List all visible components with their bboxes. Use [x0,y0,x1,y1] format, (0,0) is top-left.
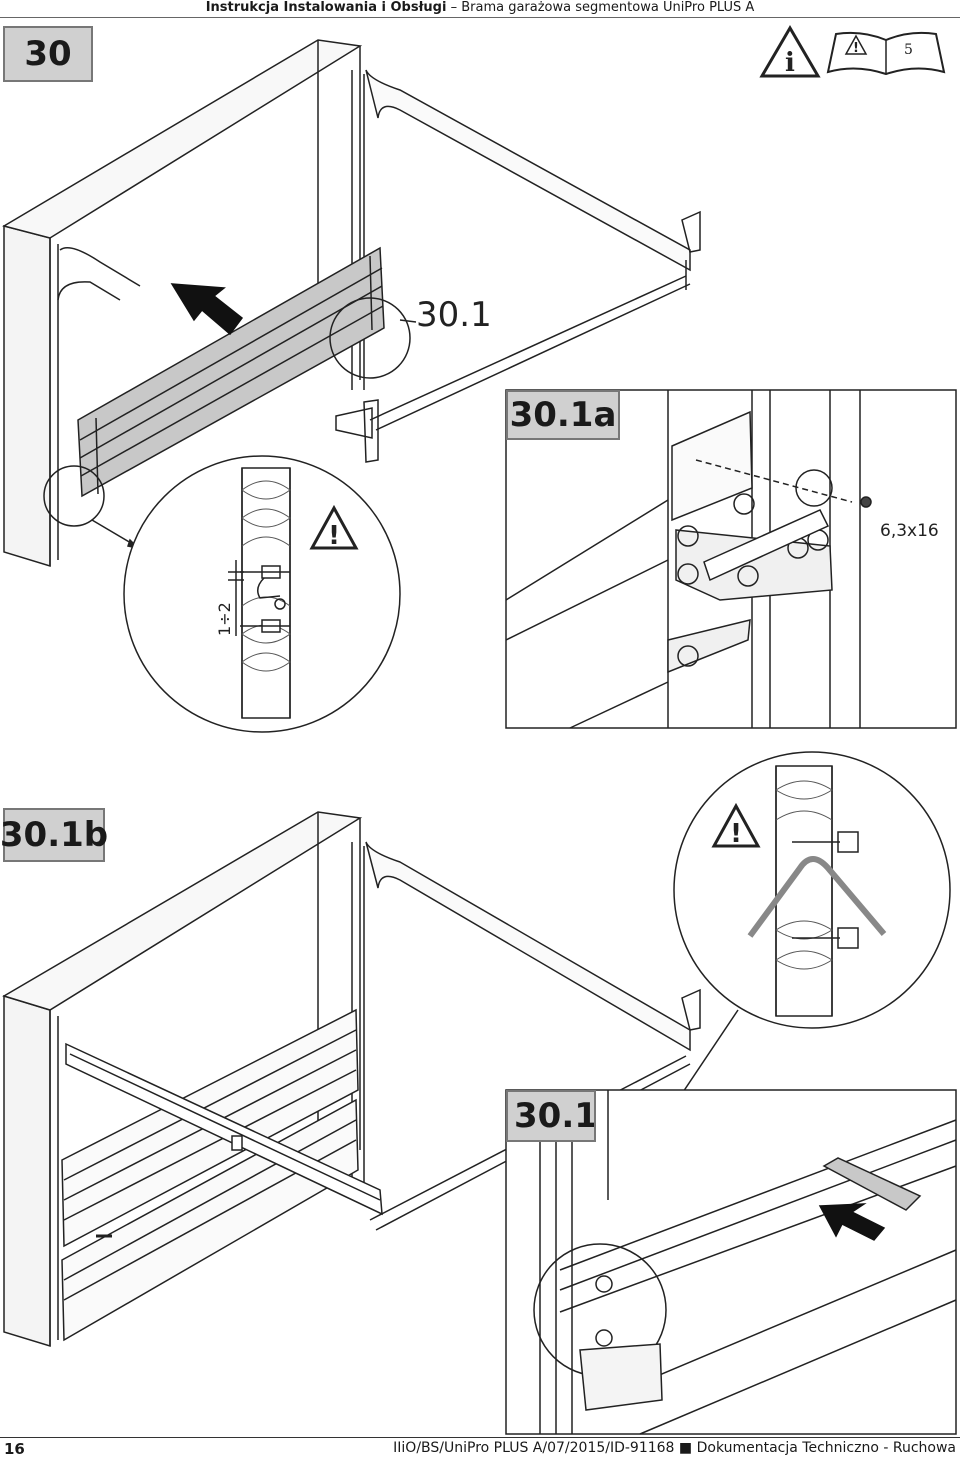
header-subtitle: – Brama garażowa segmentowa UniPro PLUS … [450,0,755,15]
garage-frame-bottom [2,811,701,1348]
gap-dimension-label: 1÷2 [215,602,234,636]
svg-text:!: ! [853,41,859,56]
step-number: 30 [3,26,93,82]
page-header: Instrukcja Instalowania i Obsługi – Bram… [0,0,960,18]
detail-circle-gap [123,455,401,733]
header-divider [0,17,960,18]
warning-triangle-icon: ! [711,802,761,849]
label-30-1c: 30.1c [506,1090,596,1142]
warning-triangle-icon: ! [309,504,359,551]
label-30-1b: 30.1b [0,808,108,862]
svg-text:!: ! [328,521,340,551]
detail-box-30-1c [505,1089,957,1435]
garage-frame-top [2,39,701,568]
svg-text:!: ! [730,819,742,849]
svg-text:i: i [785,48,795,78]
manual-book-icon: ! 5 [826,31,946,76]
page-number: 16 [4,1440,25,1458]
header-title: Instrukcja Instalowania i Obsługi [205,0,447,15]
label-30-1a: 30.1a [506,390,620,440]
info-warning-icon: i [759,25,821,78]
label-30-1: 30.1 [416,295,492,335]
detail-circle-30-1 [329,297,411,379]
screw-size-label: 6,3x16 [880,521,939,541]
door-panel-top [77,246,385,498]
insert-direction-arrow [170,283,244,336]
footer-divider [0,1437,960,1438]
document-id: IIiO/BS/UniPro PLUS A/07/2015/ID-91168 ■… [393,1440,956,1456]
manual-page-ref: 5 [904,42,913,58]
page-footer: 16 IIiO/BS/UniPro PLUS A/07/2015/ID-9116… [0,1437,960,1458]
detail-box-30-1a [505,389,957,729]
